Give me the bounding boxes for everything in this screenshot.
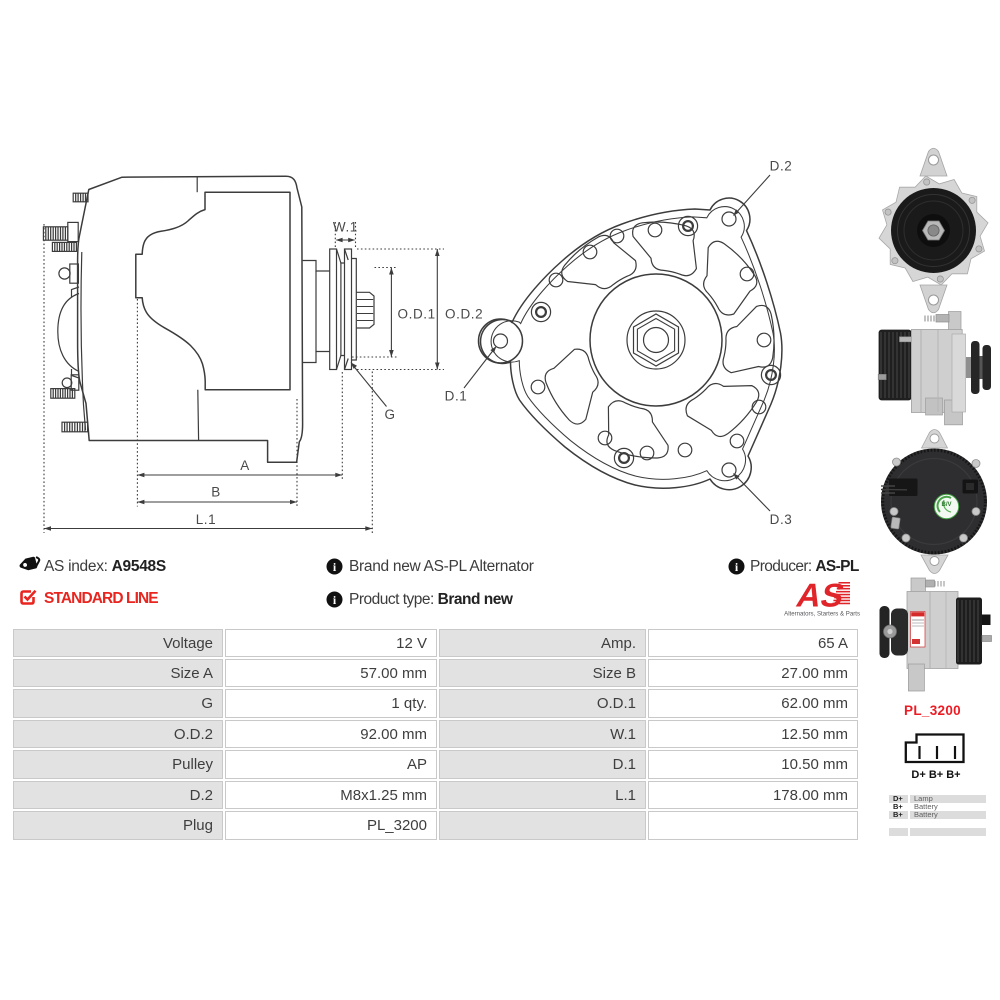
svg-text:B/V: B/V — [941, 502, 951, 508]
svg-text:B: B — [211, 485, 221, 500]
svg-text:D.2: D.2 — [770, 159, 793, 174]
svg-text:D.3: D.3 — [770, 512, 793, 527]
svg-text:O.D.1: O.D.1 — [398, 307, 436, 322]
svg-text:W.1: W.1 — [333, 220, 358, 235]
svg-text:Alternators, Starters & Parts: Alternators, Starters & Parts — [784, 611, 860, 618]
svg-text:L.1: L.1 — [196, 512, 217, 527]
svg-text:i: i — [333, 593, 337, 607]
svg-text:i: i — [333, 560, 337, 574]
svg-text:AS: AS — [793, 578, 848, 614]
svg-text:i: i — [735, 560, 739, 574]
svg-text:G: G — [384, 407, 395, 422]
svg-text:A: A — [240, 458, 250, 473]
svg-text:O.D.2: O.D.2 — [445, 307, 483, 322]
svg-text:D.1: D.1 — [445, 389, 468, 404]
